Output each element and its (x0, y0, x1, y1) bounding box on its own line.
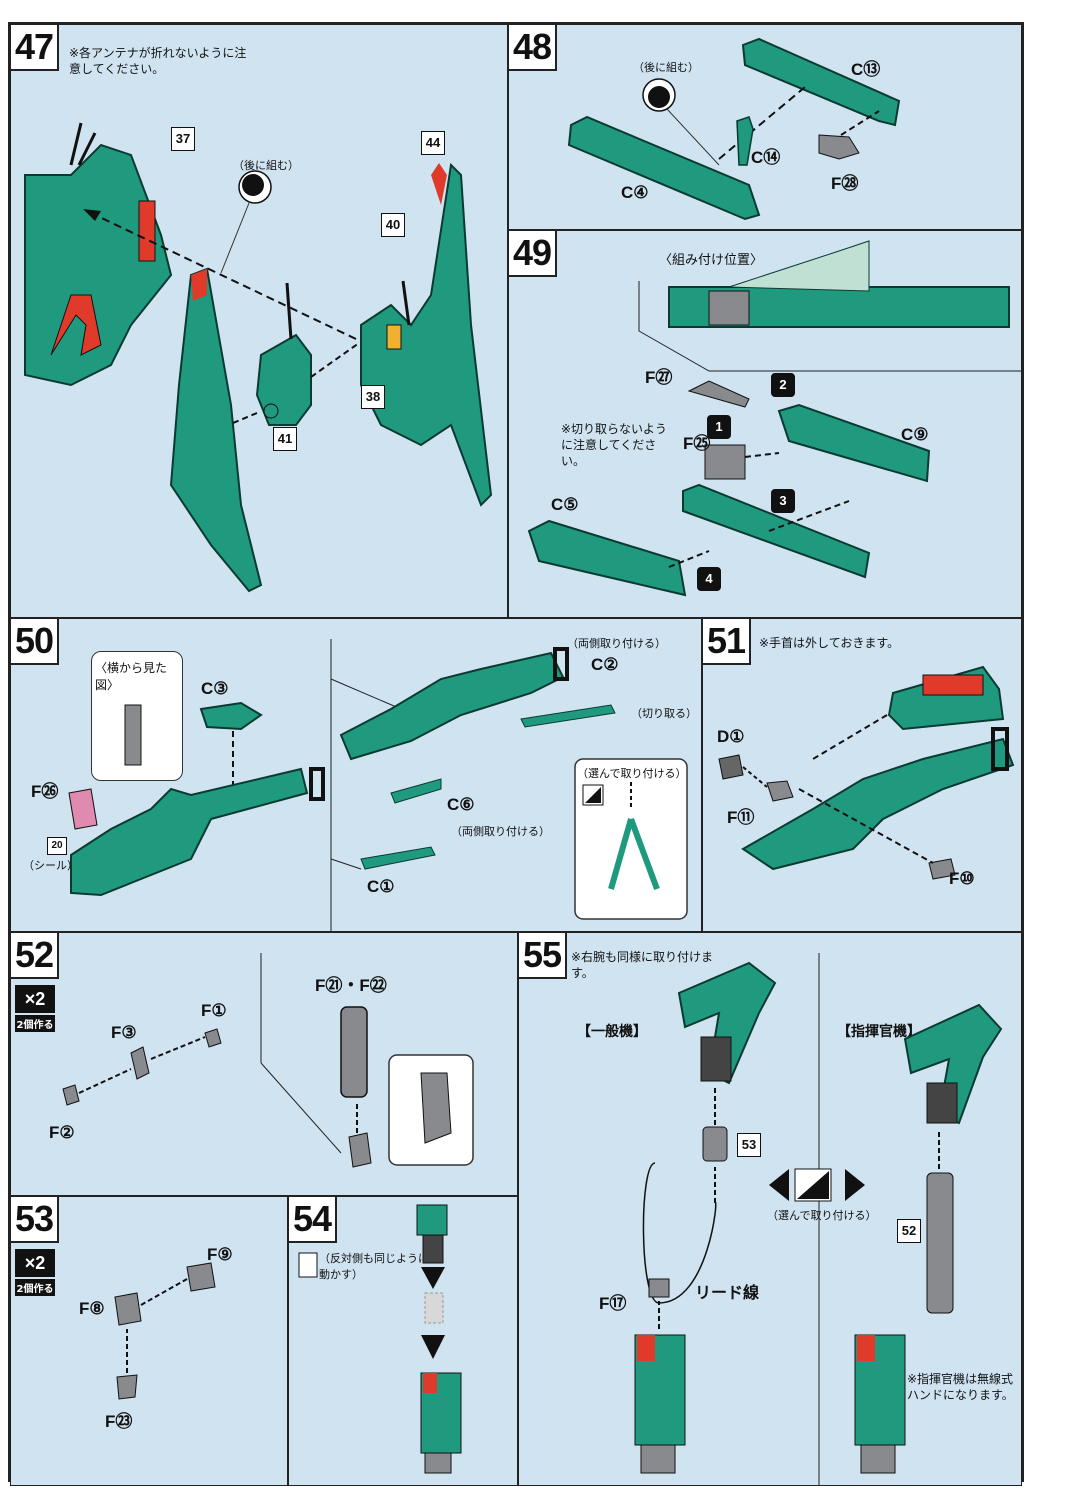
commander-type-label: 【指揮官機】 (837, 1023, 921, 1039)
part-label: F㉓ (105, 1412, 133, 1431)
step-51-illustration (718, 665, 1015, 880)
part-label: F① (201, 1001, 227, 1020)
part-label: F⑩ (949, 869, 975, 888)
part-label: F⑨ (207, 1245, 233, 1264)
step-53-illustration (114, 1262, 216, 1400)
part-label: C⑤ (551, 495, 579, 514)
step-note: （反対側も同じように動かす） (319, 1252, 429, 1281)
lead-wire-label: リード線 (695, 1285, 760, 1302)
step-49-panel: 49 〈組み付け位置〉 ※切り取らないように注意してください。 F㉗ F㉕ C⑨… (508, 230, 1022, 618)
part-box: 40 (381, 213, 405, 237)
step-47-panel: 47 ※各アンテナが折れないように注意してください。 （後に組む） 37 44 … (10, 24, 508, 618)
step-48-illustration (567, 37, 901, 221)
commander-note: ※指揮官機は無線式ハンドになります。 (907, 1372, 1014, 1402)
step-number: 52 (11, 933, 60, 979)
step-55-illustration (634, 953, 1003, 1485)
later-label: （後に組む） (633, 61, 699, 74)
step-number: 55 (519, 933, 568, 979)
position-label: 〈組み付け位置〉 (659, 253, 764, 268)
step-number: 53 (11, 1197, 60, 1243)
times-two-badge: ×2 (15, 985, 55, 1013)
step-note: ※手首は外しておきます。 (759, 636, 900, 650)
step-number: 51 (703, 619, 752, 665)
part-label: F㉕ (683, 434, 711, 453)
make-two-label: 2個作る (15, 1279, 55, 1296)
sticker-label: （シール） (23, 859, 78, 872)
part-label: C⑬ (851, 60, 881, 79)
part-box: 41 (273, 427, 297, 451)
times-two-badge: ×2 (15, 1249, 55, 1277)
choose-note: （選んで取り付ける） (577, 767, 687, 780)
order-1: 1 (707, 415, 731, 439)
step-53-panel: 53 ×2 2個作る F⑨ F⑧ F㉓ (10, 1196, 288, 1486)
part-label: F㉖ (31, 782, 59, 801)
part-label: F③ (111, 1023, 137, 1042)
part-label: F② (49, 1123, 75, 1142)
part-label: F㉑・F㉒ (315, 976, 387, 995)
order-4: 4 (697, 567, 721, 591)
part-label: F⑧ (79, 1299, 105, 1318)
choose-note: （選んで取り付ける） (767, 1209, 877, 1222)
step-54-illustration (298, 1204, 462, 1474)
part-box: 52 (897, 1219, 921, 1243)
step-note: ※各アンテナが折れないように注意してください。 (69, 46, 247, 76)
part-box: 37 (171, 127, 195, 151)
part-box: 38 (361, 385, 385, 409)
part-label: F㉗ (645, 368, 673, 387)
step-47-illustration (24, 122, 493, 593)
part-label: F⑪ (727, 808, 755, 827)
step-52-panel: 52 ×2 2個作る F① F③ F② F㉑・F㉒ (10, 932, 518, 1196)
step-51-panel: 51 ※手首は外しておきます。 D① F⑪ F⑩ (702, 618, 1022, 932)
step-number: 54 (289, 1197, 338, 1243)
both-sides-note: （両側取り付ける） (567, 637, 666, 650)
general-type-label: 【一般機】 (577, 1023, 647, 1039)
part-label: C② (591, 655, 619, 674)
step-50-illustration (68, 639, 688, 931)
step-number: 50 (11, 619, 60, 665)
step-48-panel: 48 （後に組む） C⑬ C⑭ C④ F㉘ (508, 24, 1022, 230)
sticker-number: 20 (47, 837, 67, 855)
step-50-panel: 50 〈横から見た図〉 C③ F㉖ C② C⑥ C① （両側取り付ける） （切り… (10, 618, 702, 932)
part-box: 44 (421, 131, 445, 155)
step-note: ※右腕も同様に取り付けます。 (571, 950, 714, 980)
part-label: C⑨ (901, 425, 929, 444)
later-label: （後に組む） (233, 159, 299, 172)
part-label: C⑥ (447, 795, 475, 814)
part-label: F⑰ (599, 1294, 627, 1313)
step-number: 49 (509, 231, 558, 277)
part-label: C⑭ (751, 148, 781, 167)
cut-note: （切り取る） (631, 707, 697, 720)
step-49-illustration (527, 240, 1021, 597)
part-label: C① (367, 877, 395, 896)
part-label: C④ (621, 183, 649, 202)
part-label: C③ (201, 679, 229, 698)
order-2: 2 (771, 373, 795, 397)
both-sides-note: （両側取り付ける） (451, 825, 550, 838)
step-54-panel: 54 （反対側も同じように動かす） (288, 1196, 518, 1486)
step-52-illustration (62, 953, 474, 1168)
order-3: 3 (771, 489, 795, 513)
step-number: 47 (11, 25, 60, 71)
step-note: ※切り取らないように注意してください。 (561, 422, 667, 468)
side-view-label: 〈横から見た図〉 (95, 661, 168, 692)
make-two-label: 2個作る (15, 1015, 55, 1032)
step-55-panel: 55 ※右腕も同様に取り付けます。 【一般機】 【指揮官機】 （選んで取り付ける… (518, 932, 1022, 1486)
part-box: 53 (737, 1133, 761, 1157)
part-label: D① (717, 727, 745, 746)
step-number: 48 (509, 25, 558, 71)
part-label: F㉘ (831, 174, 859, 193)
